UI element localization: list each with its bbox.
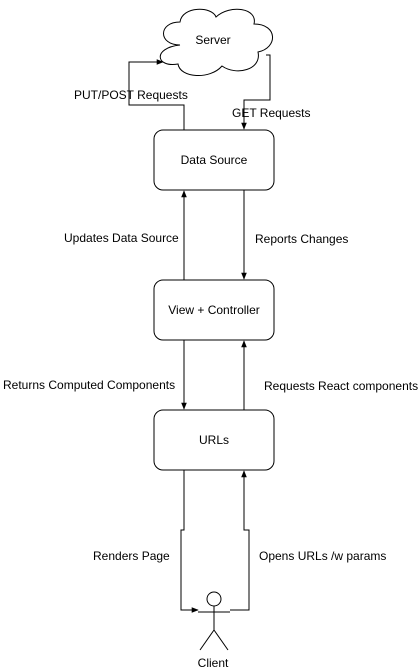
client-actor[interactable]: Client <box>198 591 230 670</box>
edge-renders-page <box>180 470 199 613</box>
view-controller-label: View + Controller <box>168 303 260 317</box>
urls-box <box>153 409 275 471</box>
edge-label-renders-page: Renders Page <box>93 549 170 563</box>
data-source-label: Data Source <box>181 153 248 167</box>
urls-node[interactable]: URLs <box>153 409 275 471</box>
cloud-icon <box>159 8 273 76</box>
edge-label-opens-urls: Opens URLs /w params <box>259 549 386 563</box>
edge-opens-urls <box>230 470 250 611</box>
edge-label-updates-data-source: Updates Data Source <box>64 231 179 245</box>
server-label: Server <box>195 33 230 47</box>
edge-label-reports-changes: Reports Changes <box>255 232 348 246</box>
edge-get <box>241 54 271 130</box>
edge-label-requests-components: Requests React components <box>264 379 418 393</box>
view-controller-box <box>153 279 275 341</box>
data-source-box <box>153 129 275 191</box>
edge-label-put-post: PUT/POST Requests <box>74 88 188 102</box>
edge-label-get: GET Requests <box>232 106 310 120</box>
server-cloud[interactable]: Server <box>159 8 273 76</box>
edge-put-post <box>128 59 185 130</box>
client-label: Client <box>198 656 229 670</box>
stick-figure-icon <box>198 591 230 651</box>
view-controller-node[interactable]: View + Controller <box>153 279 275 341</box>
data-source-node[interactable]: Data Source <box>153 129 275 191</box>
edge-label-returns-components: Returns Computed Components <box>3 378 175 392</box>
urls-label: URLs <box>199 433 229 447</box>
